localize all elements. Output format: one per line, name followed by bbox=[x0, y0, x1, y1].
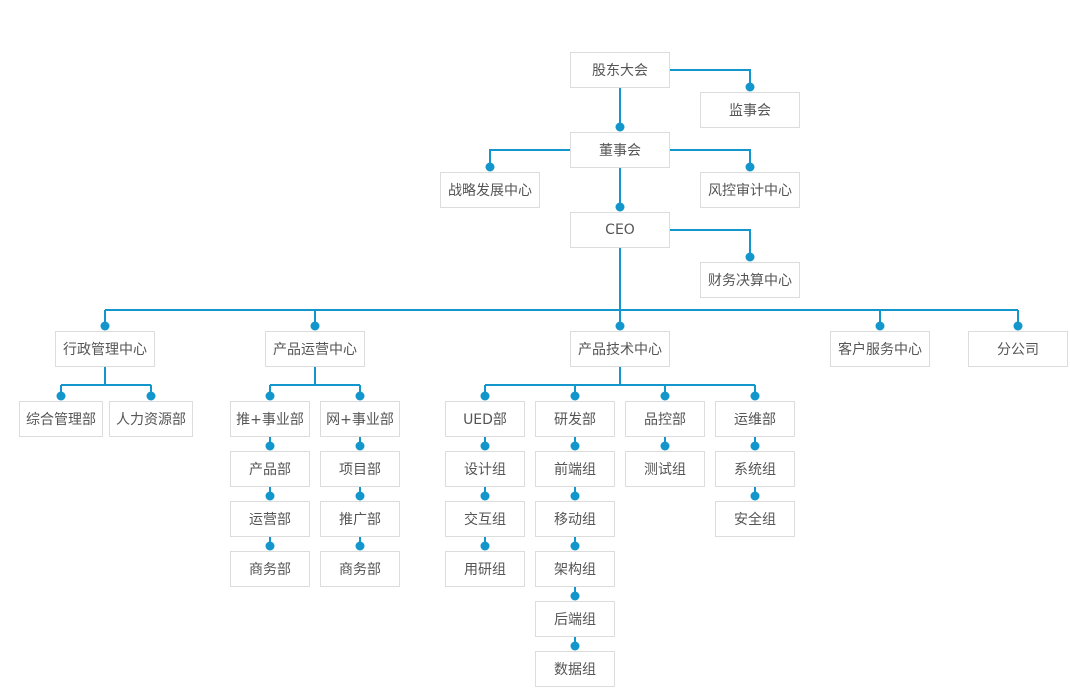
org-node-xiangmubu: 项目部 bbox=[320, 451, 400, 487]
org-node-gudonghui: 股东大会 bbox=[570, 52, 670, 88]
connector-dot bbox=[146, 391, 156, 401]
org-node-xitongzu: 系统组 bbox=[715, 451, 795, 487]
connector-dot bbox=[570, 391, 580, 401]
connector-dot bbox=[750, 391, 760, 401]
connector-dot bbox=[660, 441, 670, 451]
org-node-pinkongbu: 品控部 bbox=[625, 401, 705, 437]
org-node-yunyingbu: 运营部 bbox=[230, 501, 310, 537]
connector-dot bbox=[615, 122, 625, 132]
org-node-fengkong: 风控审计中心 bbox=[700, 172, 800, 208]
connector-dot bbox=[570, 441, 580, 451]
connector-dot bbox=[750, 441, 760, 451]
org-node-yidongzu: 移动组 bbox=[535, 501, 615, 537]
connector-line bbox=[670, 69, 751, 87]
org-node-zhanlve: 战略发展中心 bbox=[440, 172, 540, 208]
org-node-shejizu: 设计组 bbox=[445, 451, 525, 487]
org-node-shangwubu1: 商务部 bbox=[230, 551, 310, 587]
connector-dot bbox=[745, 252, 755, 262]
connector-dot bbox=[265, 441, 275, 451]
org-node-anquanzu: 安全组 bbox=[715, 501, 795, 537]
connector-dot bbox=[480, 491, 490, 501]
connector-dot bbox=[355, 541, 365, 551]
connector-dot bbox=[355, 391, 365, 401]
org-node-ceo: CEO bbox=[570, 212, 670, 248]
connector-dot bbox=[745, 162, 755, 172]
org-node-yunweibu: 运维部 bbox=[715, 401, 795, 437]
org-node-chanpinbu: 产品部 bbox=[230, 451, 310, 487]
connector-dot bbox=[570, 491, 580, 501]
connector-dot bbox=[56, 391, 66, 401]
connector-dot bbox=[1013, 321, 1023, 331]
connector-dot bbox=[750, 491, 760, 501]
org-node-yunying: 产品运营中心 bbox=[265, 331, 365, 367]
connector-dot bbox=[355, 491, 365, 501]
org-node-kefu: 客户服务中心 bbox=[830, 331, 930, 367]
connector-dot bbox=[355, 441, 365, 451]
connector-dot bbox=[570, 591, 580, 601]
org-node-zonghe: 综合管理部 bbox=[19, 401, 103, 437]
org-node-tuibu: 推+事业部 bbox=[230, 401, 310, 437]
connector-dot bbox=[660, 391, 670, 401]
connector-dot bbox=[480, 541, 490, 551]
connector-line bbox=[670, 229, 751, 257]
org-node-caiwu: 财务决算中心 bbox=[700, 262, 800, 298]
connector-dot bbox=[875, 321, 885, 331]
connector-dot bbox=[265, 541, 275, 551]
org-node-jianshihui: 监事会 bbox=[700, 92, 800, 128]
org-node-fengongsi: 分公司 bbox=[968, 331, 1068, 367]
org-node-jishu: 产品技术中心 bbox=[570, 331, 670, 367]
org-node-jiagouzu: 架构组 bbox=[535, 551, 615, 587]
connector-dot bbox=[615, 202, 625, 212]
connector-line bbox=[489, 149, 570, 167]
org-node-qianduanzu: 前端组 bbox=[535, 451, 615, 487]
org-node-xingzheng: 行政管理中心 bbox=[55, 331, 155, 367]
org-node-ceshizu: 测试组 bbox=[625, 451, 705, 487]
org-node-yanfabu: 研发部 bbox=[535, 401, 615, 437]
connector-dot bbox=[310, 321, 320, 331]
connector-dot bbox=[570, 541, 580, 551]
org-node-jiaohuzu: 交互组 bbox=[445, 501, 525, 537]
org-node-yongyanzu: 用研组 bbox=[445, 551, 525, 587]
connector-line bbox=[670, 149, 751, 167]
connector-dot bbox=[615, 321, 625, 331]
org-node-dongshihui: 董事会 bbox=[570, 132, 670, 168]
org-node-houduanzu: 后端组 bbox=[535, 601, 615, 637]
connector-dot bbox=[485, 162, 495, 172]
org-node-ued: UED部 bbox=[445, 401, 525, 437]
org-node-tuiguangbu: 推广部 bbox=[320, 501, 400, 537]
org-node-renli: 人力资源部 bbox=[109, 401, 193, 437]
connector-dot bbox=[265, 391, 275, 401]
connector-dot bbox=[745, 82, 755, 92]
org-node-wangbu: 网+事业部 bbox=[320, 401, 400, 437]
org-node-shujuzu: 数据组 bbox=[535, 651, 615, 687]
org-node-shangwubu2: 商务部 bbox=[320, 551, 400, 587]
connector-dot bbox=[265, 491, 275, 501]
connector-dot bbox=[570, 641, 580, 651]
connector-dot bbox=[100, 321, 110, 331]
connector-dot bbox=[480, 441, 490, 451]
connector-dot bbox=[480, 391, 490, 401]
